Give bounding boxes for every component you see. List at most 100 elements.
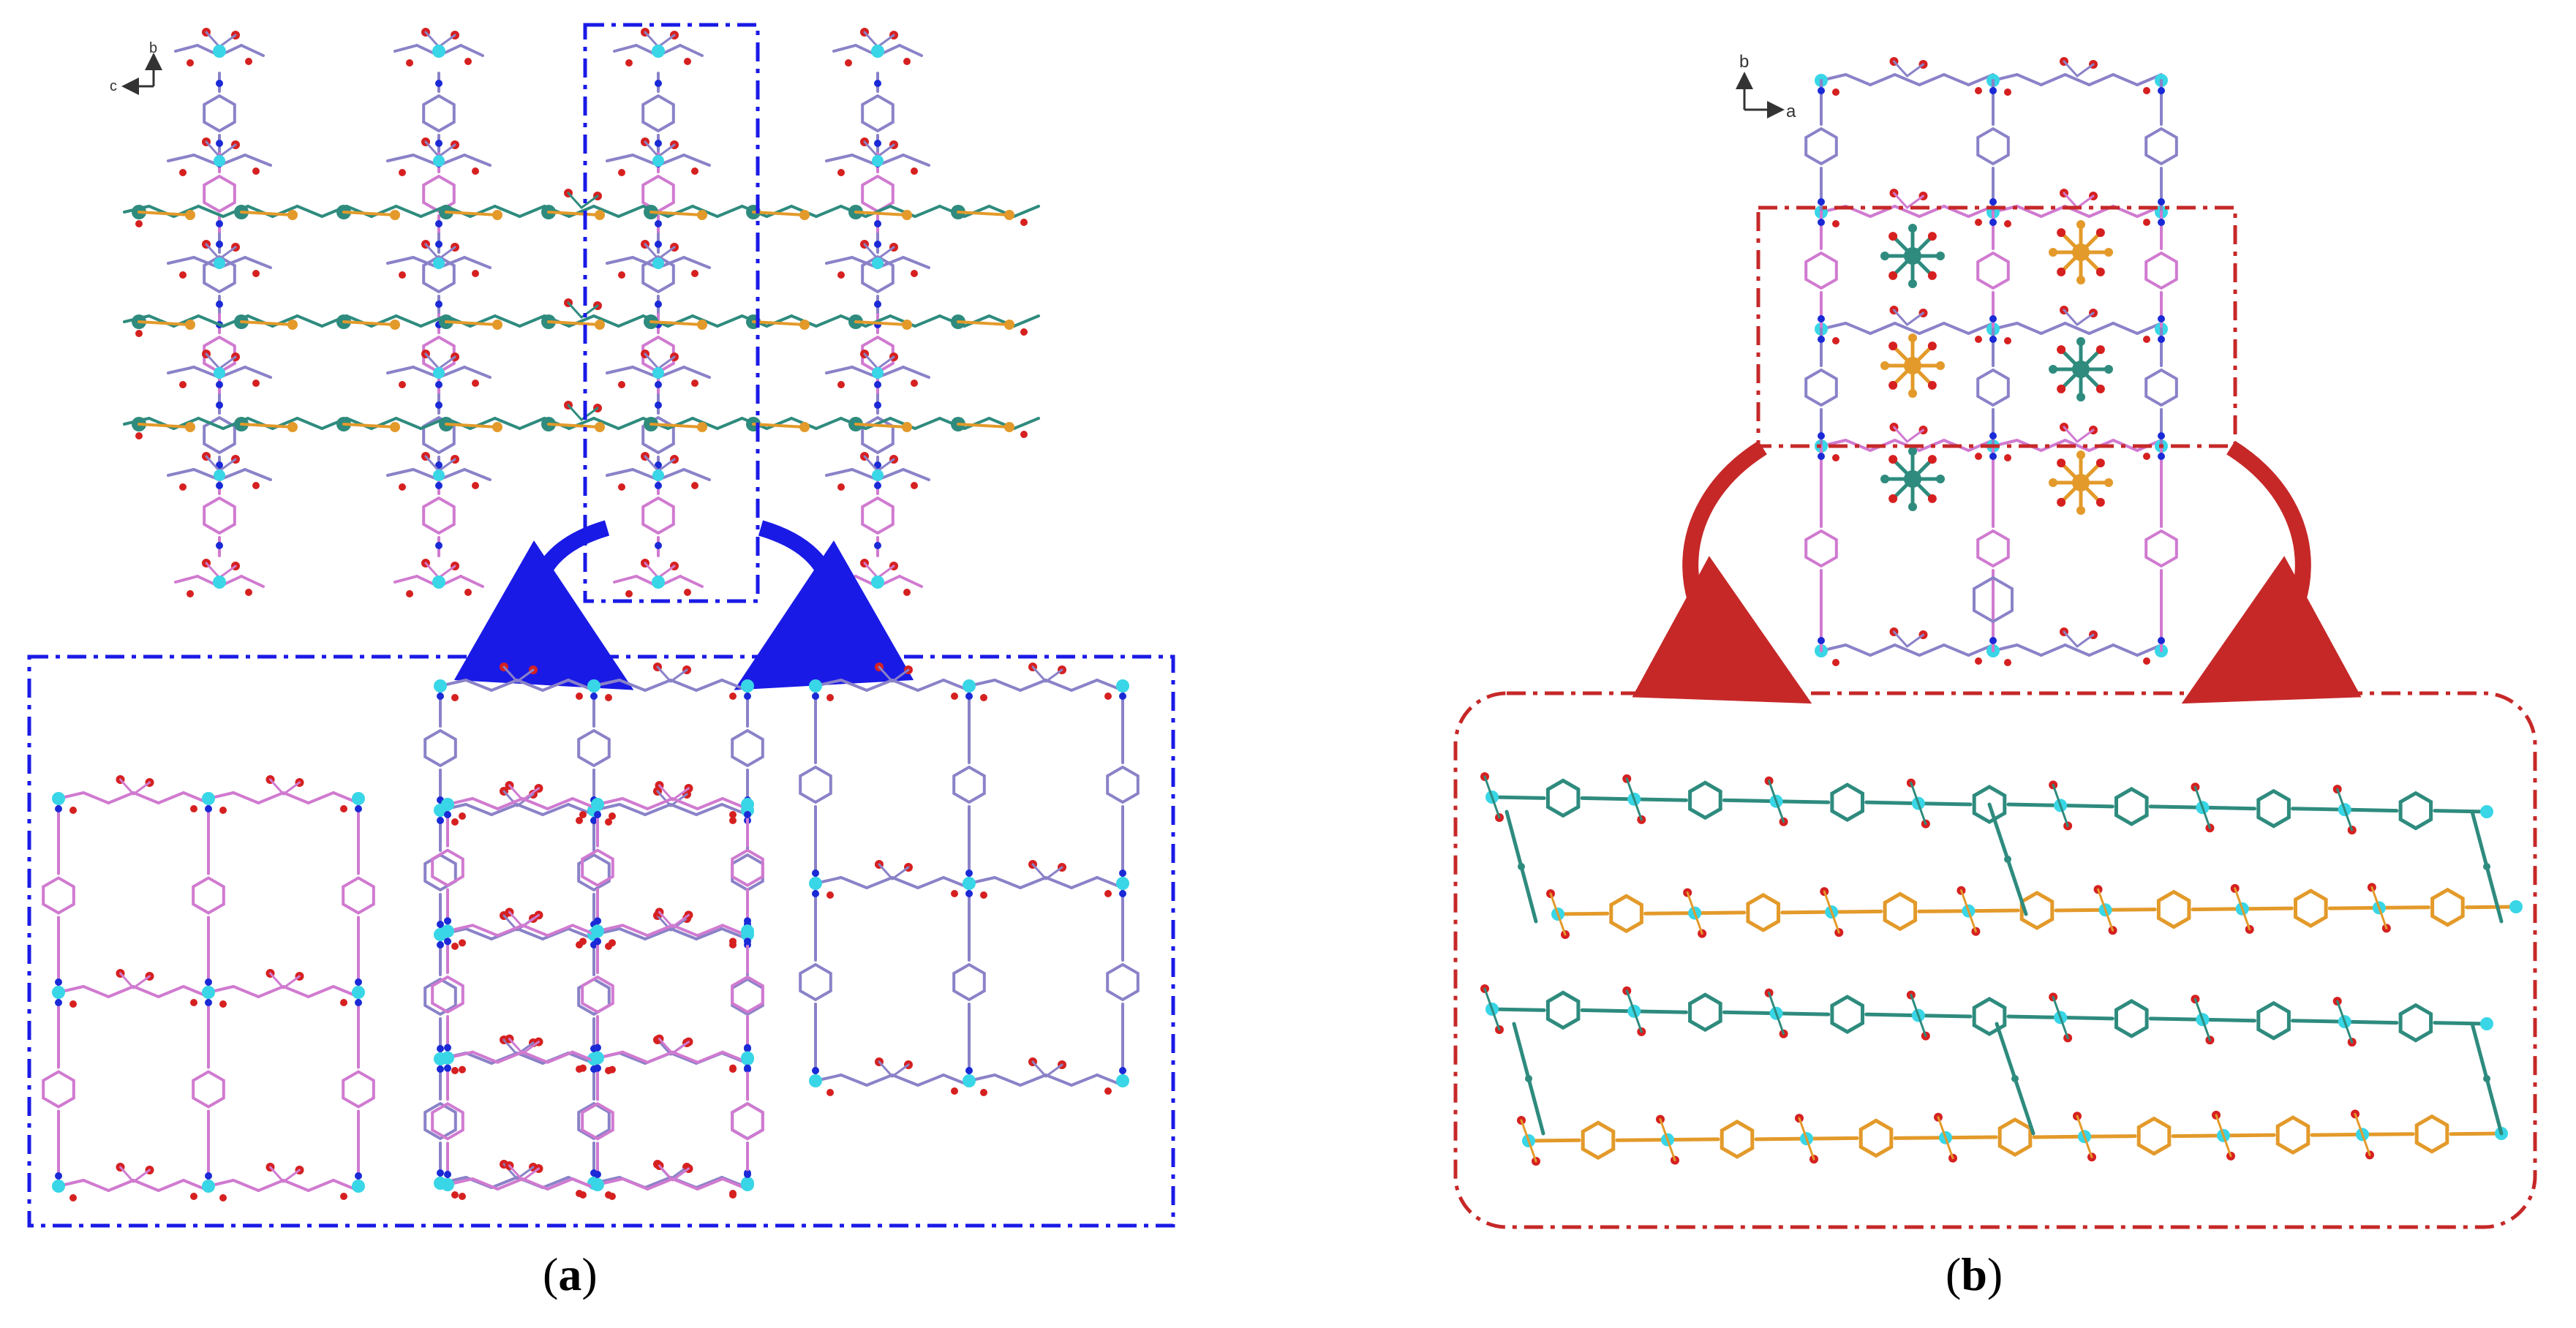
bond [1893, 60, 1908, 78]
bond [546, 1050, 574, 1064]
atom [135, 330, 143, 337]
bond [825, 256, 854, 265]
atom [837, 271, 845, 279]
bond [521, 1167, 540, 1182]
atom [252, 482, 260, 489]
atom [963, 679, 976, 693]
atom [1989, 87, 1997, 94]
bond [167, 154, 195, 162]
bond [2087, 73, 2115, 86]
pyridine-ring [641, 496, 675, 535]
atom [216, 301, 223, 308]
atom [652, 155, 664, 167]
bond [658, 784, 674, 801]
atom [1818, 453, 1825, 460]
bond [2015, 644, 2043, 657]
atom [1927, 342, 1937, 351]
bond [2193, 997, 2204, 1021]
bond [876, 34, 895, 48]
atom [741, 1051, 754, 1065]
pyridine-ring [861, 94, 895, 133]
bond [295, 205, 324, 218]
bond [1942, 322, 1970, 335]
bond [1632, 1010, 1643, 1033]
atom [579, 937, 587, 946]
bond [546, 924, 574, 937]
bond [606, 468, 634, 477]
atom [652, 367, 664, 379]
bond [715, 417, 744, 430]
atom [590, 817, 598, 824]
atom [52, 1180, 65, 1193]
atom [2095, 267, 2105, 276]
bond [257, 1179, 285, 1192]
bond [132, 975, 151, 989]
atom [744, 1044, 751, 1052]
bond [840, 876, 868, 889]
bond [2076, 1114, 2086, 1138]
atom [187, 590, 194, 597]
atom [213, 576, 226, 589]
pyridine-ring [423, 853, 457, 892]
bond [1780, 910, 1834, 915]
atom [179, 169, 187, 176]
atom [684, 58, 691, 65]
atom [1104, 1087, 1112, 1095]
bond [669, 917, 688, 932]
atom [2158, 315, 2165, 322]
bond [1031, 863, 1047, 880]
bond [715, 314, 744, 328]
bond [876, 565, 895, 579]
atom [744, 1171, 751, 1178]
bond [1044, 866, 1063, 880]
atom [655, 140, 662, 147]
pyridine-ring [203, 254, 236, 294]
bond [592, 314, 620, 328]
atom [872, 469, 884, 481]
atom [1908, 502, 1917, 511]
bond [2112, 322, 2139, 335]
pyridine-ring [1804, 529, 1838, 568]
bond [1906, 429, 1924, 443]
atom [2158, 453, 2165, 460]
atom [69, 1194, 77, 1201]
bond [606, 256, 634, 265]
bond [679, 575, 704, 588]
atom [1525, 1075, 1532, 1082]
bond [1805, 1137, 1815, 1161]
bond [1643, 911, 1697, 916]
atom [2057, 459, 2066, 468]
bond [671, 913, 690, 928]
bond [2193, 785, 2204, 809]
atom [618, 483, 625, 491]
pyridine-ring [1976, 529, 2010, 568]
atom [435, 542, 442, 549]
bond [521, 924, 549, 937]
bond [695, 927, 723, 940]
pyridine-ring [2275, 1115, 2311, 1155]
axis-label-up-a: b [149, 40, 157, 56]
bond [669, 679, 698, 692]
pyridine-ring [577, 853, 611, 892]
pyridine-ring [1997, 1117, 2033, 1157]
atom [576, 693, 583, 700]
bond [282, 975, 301, 989]
atom [655, 301, 662, 308]
bond [174, 575, 199, 584]
pyridine-ring [422, 254, 456, 294]
atom [2095, 497, 2105, 507]
pyridine-ring [342, 876, 375, 915]
atom [451, 818, 459, 826]
atom [1927, 380, 1937, 390]
bond [657, 143, 676, 158]
bond [656, 790, 672, 807]
atom [2158, 432, 2165, 439]
bond [107, 791, 135, 804]
bond [1910, 782, 1920, 805]
atom [2076, 337, 2085, 346]
atom [741, 924, 754, 938]
bond [854, 211, 908, 216]
atom [2076, 450, 2085, 459]
bond [671, 1041, 690, 1055]
atom [69, 807, 77, 814]
